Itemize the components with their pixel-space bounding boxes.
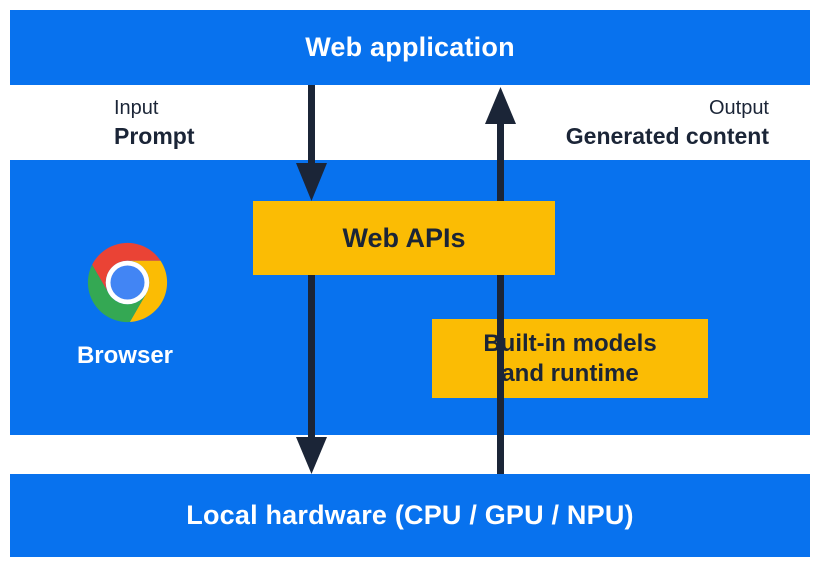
input-flow-arrowhead-into-hardware — [296, 437, 327, 474]
local-hardware-bar: Local hardware (CPU / GPU / NPU) — [10, 474, 810, 557]
web-application-label: Web application — [305, 32, 515, 62]
built-in-models-label-line2: and runtime — [501, 359, 639, 387]
input-label-group: Input Prompt — [114, 95, 195, 151]
built-in-models-label-line1: Built-in models — [483, 329, 657, 357]
web-application-bar: Web application — [10, 10, 810, 85]
output-label-group: Output Generated content — [566, 95, 769, 151]
browser-label: Browser — [76, 342, 174, 369]
chrome-logo-icon — [80, 235, 175, 330]
output-title: Output — [708, 97, 769, 119]
output-value: Generated content — [565, 123, 769, 149]
built-in-models-box: Built-in models and runtime — [432, 319, 708, 398]
web-apis-label: Web APIs — [342, 222, 466, 253]
input-flow-arrow-line-upper — [308, 85, 315, 168]
output-flow-arrowhead-into-web-application — [485, 87, 516, 124]
input-value: Prompt — [114, 123, 195, 149]
web-apis-box: Web APIs — [253, 201, 555, 275]
input-flow-arrow-line-lower — [308, 275, 315, 443]
output-flow-arrow-line — [497, 118, 504, 474]
local-hardware-label: Local hardware (CPU / GPU / NPU) — [186, 500, 634, 530]
input-title: Input — [114, 97, 159, 119]
